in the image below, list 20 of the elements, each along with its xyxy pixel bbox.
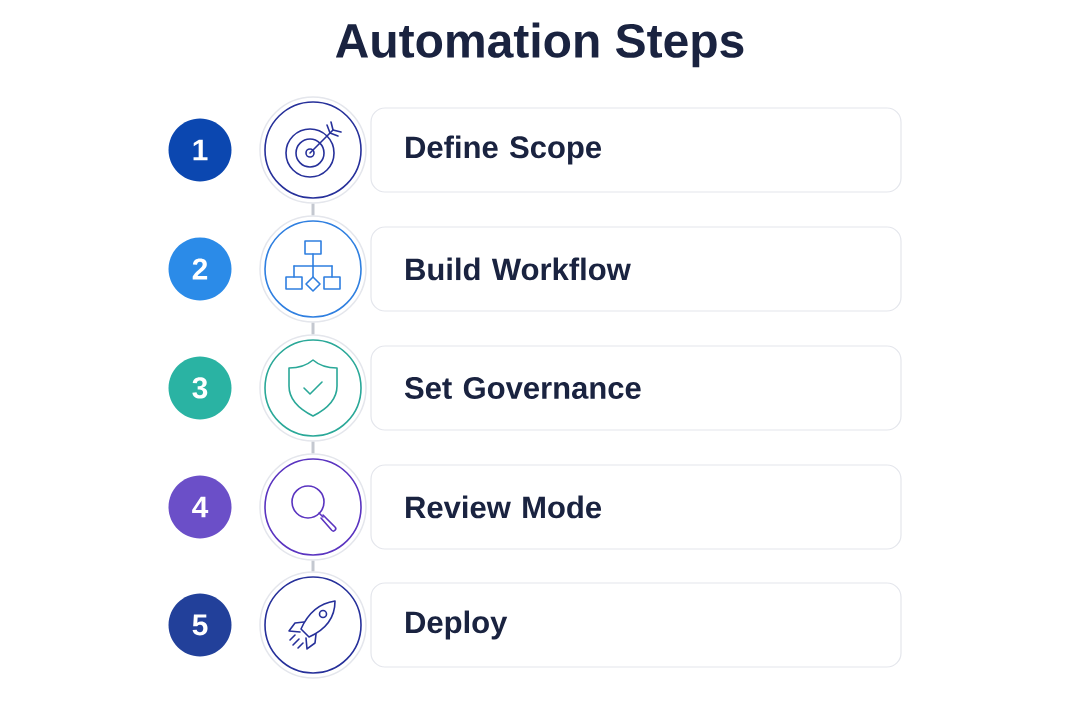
connector-line (311, 560, 315, 572)
connector-line (311, 203, 315, 216)
icon-circle (259, 334, 367, 442)
step-card: Define Scope (370, 107, 902, 193)
icon-circle (259, 453, 367, 561)
connector-line (311, 441, 315, 454)
title: Automation Steps (335, 22, 744, 68)
connector-line (311, 322, 315, 335)
step-number: 5 (168, 593, 232, 657)
icon-circle (259, 96, 367, 204)
step-number: 2 (168, 237, 232, 301)
icon-circle (259, 571, 367, 679)
step-card: Set Governance (370, 345, 902, 431)
step-card: Deploy (370, 582, 902, 668)
step-card: Build Workflow (370, 226, 902, 312)
step-number: 3 (168, 356, 232, 420)
step-number: 1 (168, 118, 232, 182)
step-card: Review Mode (370, 464, 902, 550)
step-number: 4 (168, 475, 232, 539)
icon-circle (259, 215, 367, 323)
